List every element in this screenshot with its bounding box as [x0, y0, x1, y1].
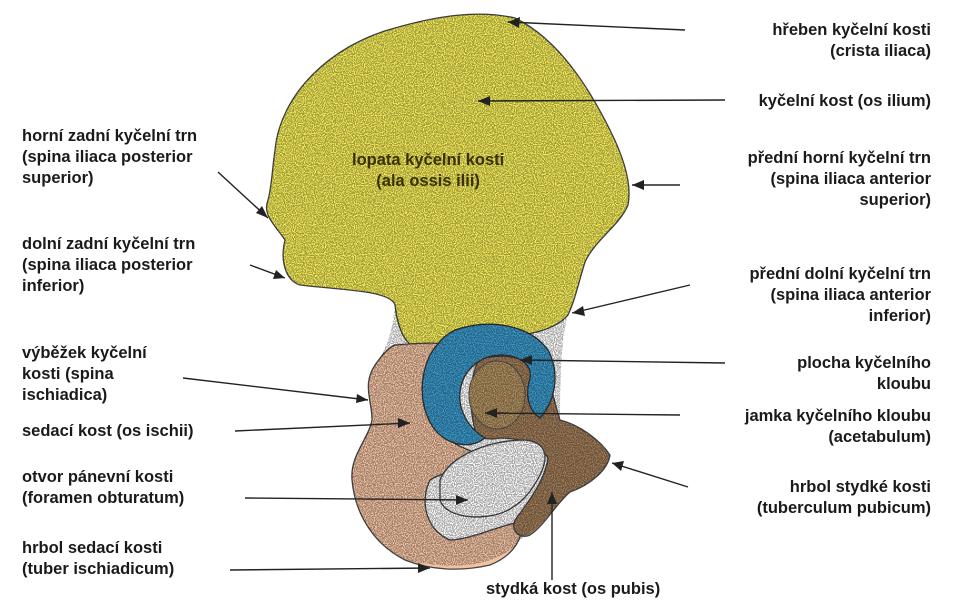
label-line: hrbol sedací kosti	[22, 538, 174, 559]
label-line: (foramen obturatum)	[22, 488, 184, 509]
label-line: inferior)	[22, 276, 195, 297]
label-spina-ischiadica: výběžek kyčelní kosti (spina ischiadica)	[22, 343, 147, 406]
label-spina-anterior-inferior: přední dolní kyčelní trn (spina iliaca a…	[749, 264, 931, 327]
label-acetabulum: jamka kyčelního kloubu (acetabulum)	[745, 406, 931, 448]
label-line: kyčelní kost (os ilium)	[759, 91, 931, 112]
label-line: jamka kyčelního kloubu	[745, 406, 931, 427]
leader-crista	[508, 22, 685, 30]
label-line: (spina iliaca posterior	[22, 255, 195, 276]
label-spina-anterior-superior: přední horní kyčelní trn (spina iliaca a…	[748, 148, 931, 211]
center-label-line1: lopata kyčelní kosti	[352, 150, 504, 171]
label-line: (tuber ischiadicum)	[22, 559, 174, 580]
leader-tuberc-pub	[612, 463, 688, 487]
label-line: inferior)	[749, 306, 931, 327]
label-crista-iliaca: hřeben kyčelní kosti (crista iliaca)	[772, 20, 931, 62]
label-line: hrbol stydké kosti	[757, 477, 931, 498]
label-os-ilium: kyčelní kost (os ilium)	[759, 91, 931, 112]
label-line: otvor pánevní kosti	[22, 467, 184, 488]
label-line: přední horní kyčelní trn	[748, 148, 931, 169]
label-line: horní zadní kyčelní trn	[22, 126, 197, 147]
label-line: sedací kost (os ischii)	[22, 421, 193, 442]
label-spina-posterior-inferior: dolní zadní kyčelní trn (spina iliaca po…	[22, 234, 195, 297]
label-line: ischiadica)	[22, 385, 147, 406]
label-ala-ossis-ilii: lopata kyčelní kosti (ala ossis ilii)	[352, 150, 504, 192]
label-line: (spina iliaca anterior	[749, 285, 931, 306]
label-line: superior)	[22, 168, 197, 189]
label-plocha-kycelniho-kloubu: plocha kyčelního kloubu	[797, 353, 931, 395]
label-line: (spina iliaca anterior	[748, 169, 931, 190]
label-line: superior)	[748, 190, 931, 211]
label-line: (crista iliaca)	[772, 41, 931, 62]
label-foramen-obturatum: otvor pánevní kosti (foramen obturatum)	[22, 467, 184, 509]
label-tuber-ischiadicum: hrbol sedací kosti (tuber ischiadicum)	[22, 538, 174, 580]
leader-siai	[572, 285, 690, 313]
label-line: dolní zadní kyčelní trn	[22, 234, 195, 255]
leader-tuber-isch	[230, 568, 430, 570]
label-line: kloubu	[797, 374, 931, 395]
label-line: (spina iliaca posterior	[22, 147, 197, 168]
label-line: stydká kost (os pubis)	[486, 579, 660, 600]
leader-ilium	[478, 100, 725, 101]
label-line: kosti (spina	[22, 364, 147, 385]
label-os-pubis: stydká kost (os pubis)	[486, 579, 660, 600]
label-spina-posterior-superior: horní zadní kyčelní trn (spina iliaca po…	[22, 126, 197, 189]
label-line: (acetabulum)	[745, 427, 931, 448]
label-line: hřeben kyčelní kosti	[772, 20, 931, 41]
label-line: přední dolní kyčelní trn	[749, 264, 931, 285]
label-line: výběžek kyčelní	[22, 343, 147, 364]
leader-spina-isch	[183, 378, 368, 400]
center-label-line2: (ala ossis ilii)	[352, 171, 504, 192]
label-tuberculum-pubicum: hrbol stydké kosti (tuberculum pubicum)	[757, 477, 931, 519]
label-os-ischii: sedací kost (os ischii)	[22, 421, 193, 442]
label-line: (tuberculum pubicum)	[757, 498, 931, 519]
label-line: plocha kyčelního	[797, 353, 931, 374]
